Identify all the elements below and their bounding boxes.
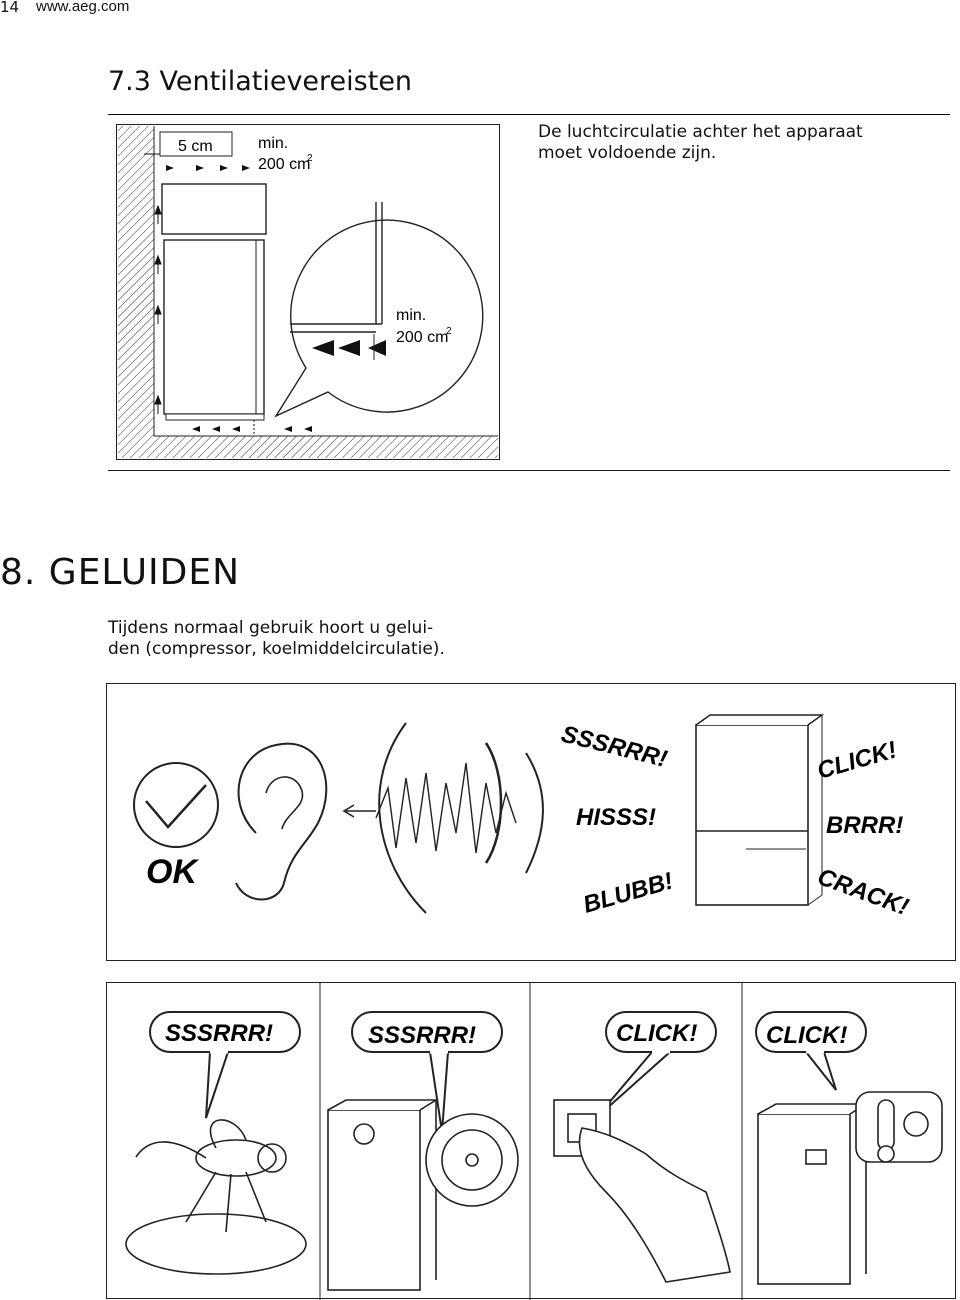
sound-brrr: BRRR! bbox=[826, 812, 903, 839]
bubble-3-text: CLICK! bbox=[616, 1020, 697, 1047]
check-icon bbox=[133, 762, 219, 848]
vent-top-line1: min. bbox=[258, 135, 288, 152]
zoom-bubble bbox=[274, 219, 484, 418]
wall-hatch bbox=[118, 126, 154, 458]
bubble-4-text: CLICK! bbox=[766, 1022, 847, 1049]
vent-top-sup: 2 bbox=[307, 153, 313, 164]
floor-hatch bbox=[154, 436, 498, 458]
fridge-fan-icon bbox=[327, 1099, 519, 1291]
section-8-heading: 8. GELUIDEN bbox=[0, 552, 241, 593]
ventilation-diagram: 5 cm min. 200 cm 2 min. 200 cm 2 bbox=[116, 124, 500, 460]
hand-icon bbox=[578, 1127, 731, 1283]
heading-rule bbox=[108, 114, 950, 115]
gap-label: 5 cm bbox=[178, 138, 213, 155]
fly-icon bbox=[125, 1119, 307, 1275]
ok-label: OK bbox=[146, 853, 199, 891]
sounds-text-line-2: den (compressor, koelmiddelcirculatie). bbox=[108, 639, 445, 659]
bubble-2 bbox=[351, 1011, 503, 1053]
ear-icon bbox=[235, 742, 328, 901]
fridge-thermostat-icon bbox=[757, 1091, 943, 1285]
sounds-text-line-1: Tijdens normaal gebruik hoort u gelui- bbox=[108, 618, 434, 638]
section-7-3-heading: 7.3 Ventilatievereisten bbox=[108, 66, 413, 97]
bubble-1-text: SSSRRR! bbox=[165, 1020, 273, 1047]
header-url: www.aeg.com bbox=[36, 0, 130, 15]
page-number: 14 bbox=[0, 0, 20, 16]
figure-bottom-rule bbox=[108, 470, 950, 471]
vent-zoom-line2: 200 cm bbox=[396, 329, 448, 346]
ventilation-text-line-2: moet voldoende zijn. bbox=[538, 143, 717, 163]
fridge-icon bbox=[695, 724, 809, 906]
ventilation-text-line-1: De luchtcirculatie achter het apparaat bbox=[538, 122, 863, 142]
vent-zoom-sup: 2 bbox=[446, 326, 452, 337]
ventilation-text: De luchtcirculatie achter het apparaat m… bbox=[538, 122, 863, 164]
sounds-text: Tijdens normaal gebruik hoort u gelui- d… bbox=[108, 618, 445, 660]
sound-hisss: HISSS! bbox=[576, 804, 656, 831]
vent-zoom-line1: min. bbox=[396, 307, 426, 324]
sound-sources-figure: SSSRRR! SSSRRR! CLICK! CLICK! bbox=[106, 982, 956, 1300]
sounds-figure: OK SSSRRR! HISSS! BLUBB! CLICK! BRRR! CR… bbox=[106, 683, 956, 961]
vent-top-line2: 200 cm bbox=[258, 156, 310, 173]
bubble-2-text: SSSRRR! bbox=[368, 1022, 476, 1049]
